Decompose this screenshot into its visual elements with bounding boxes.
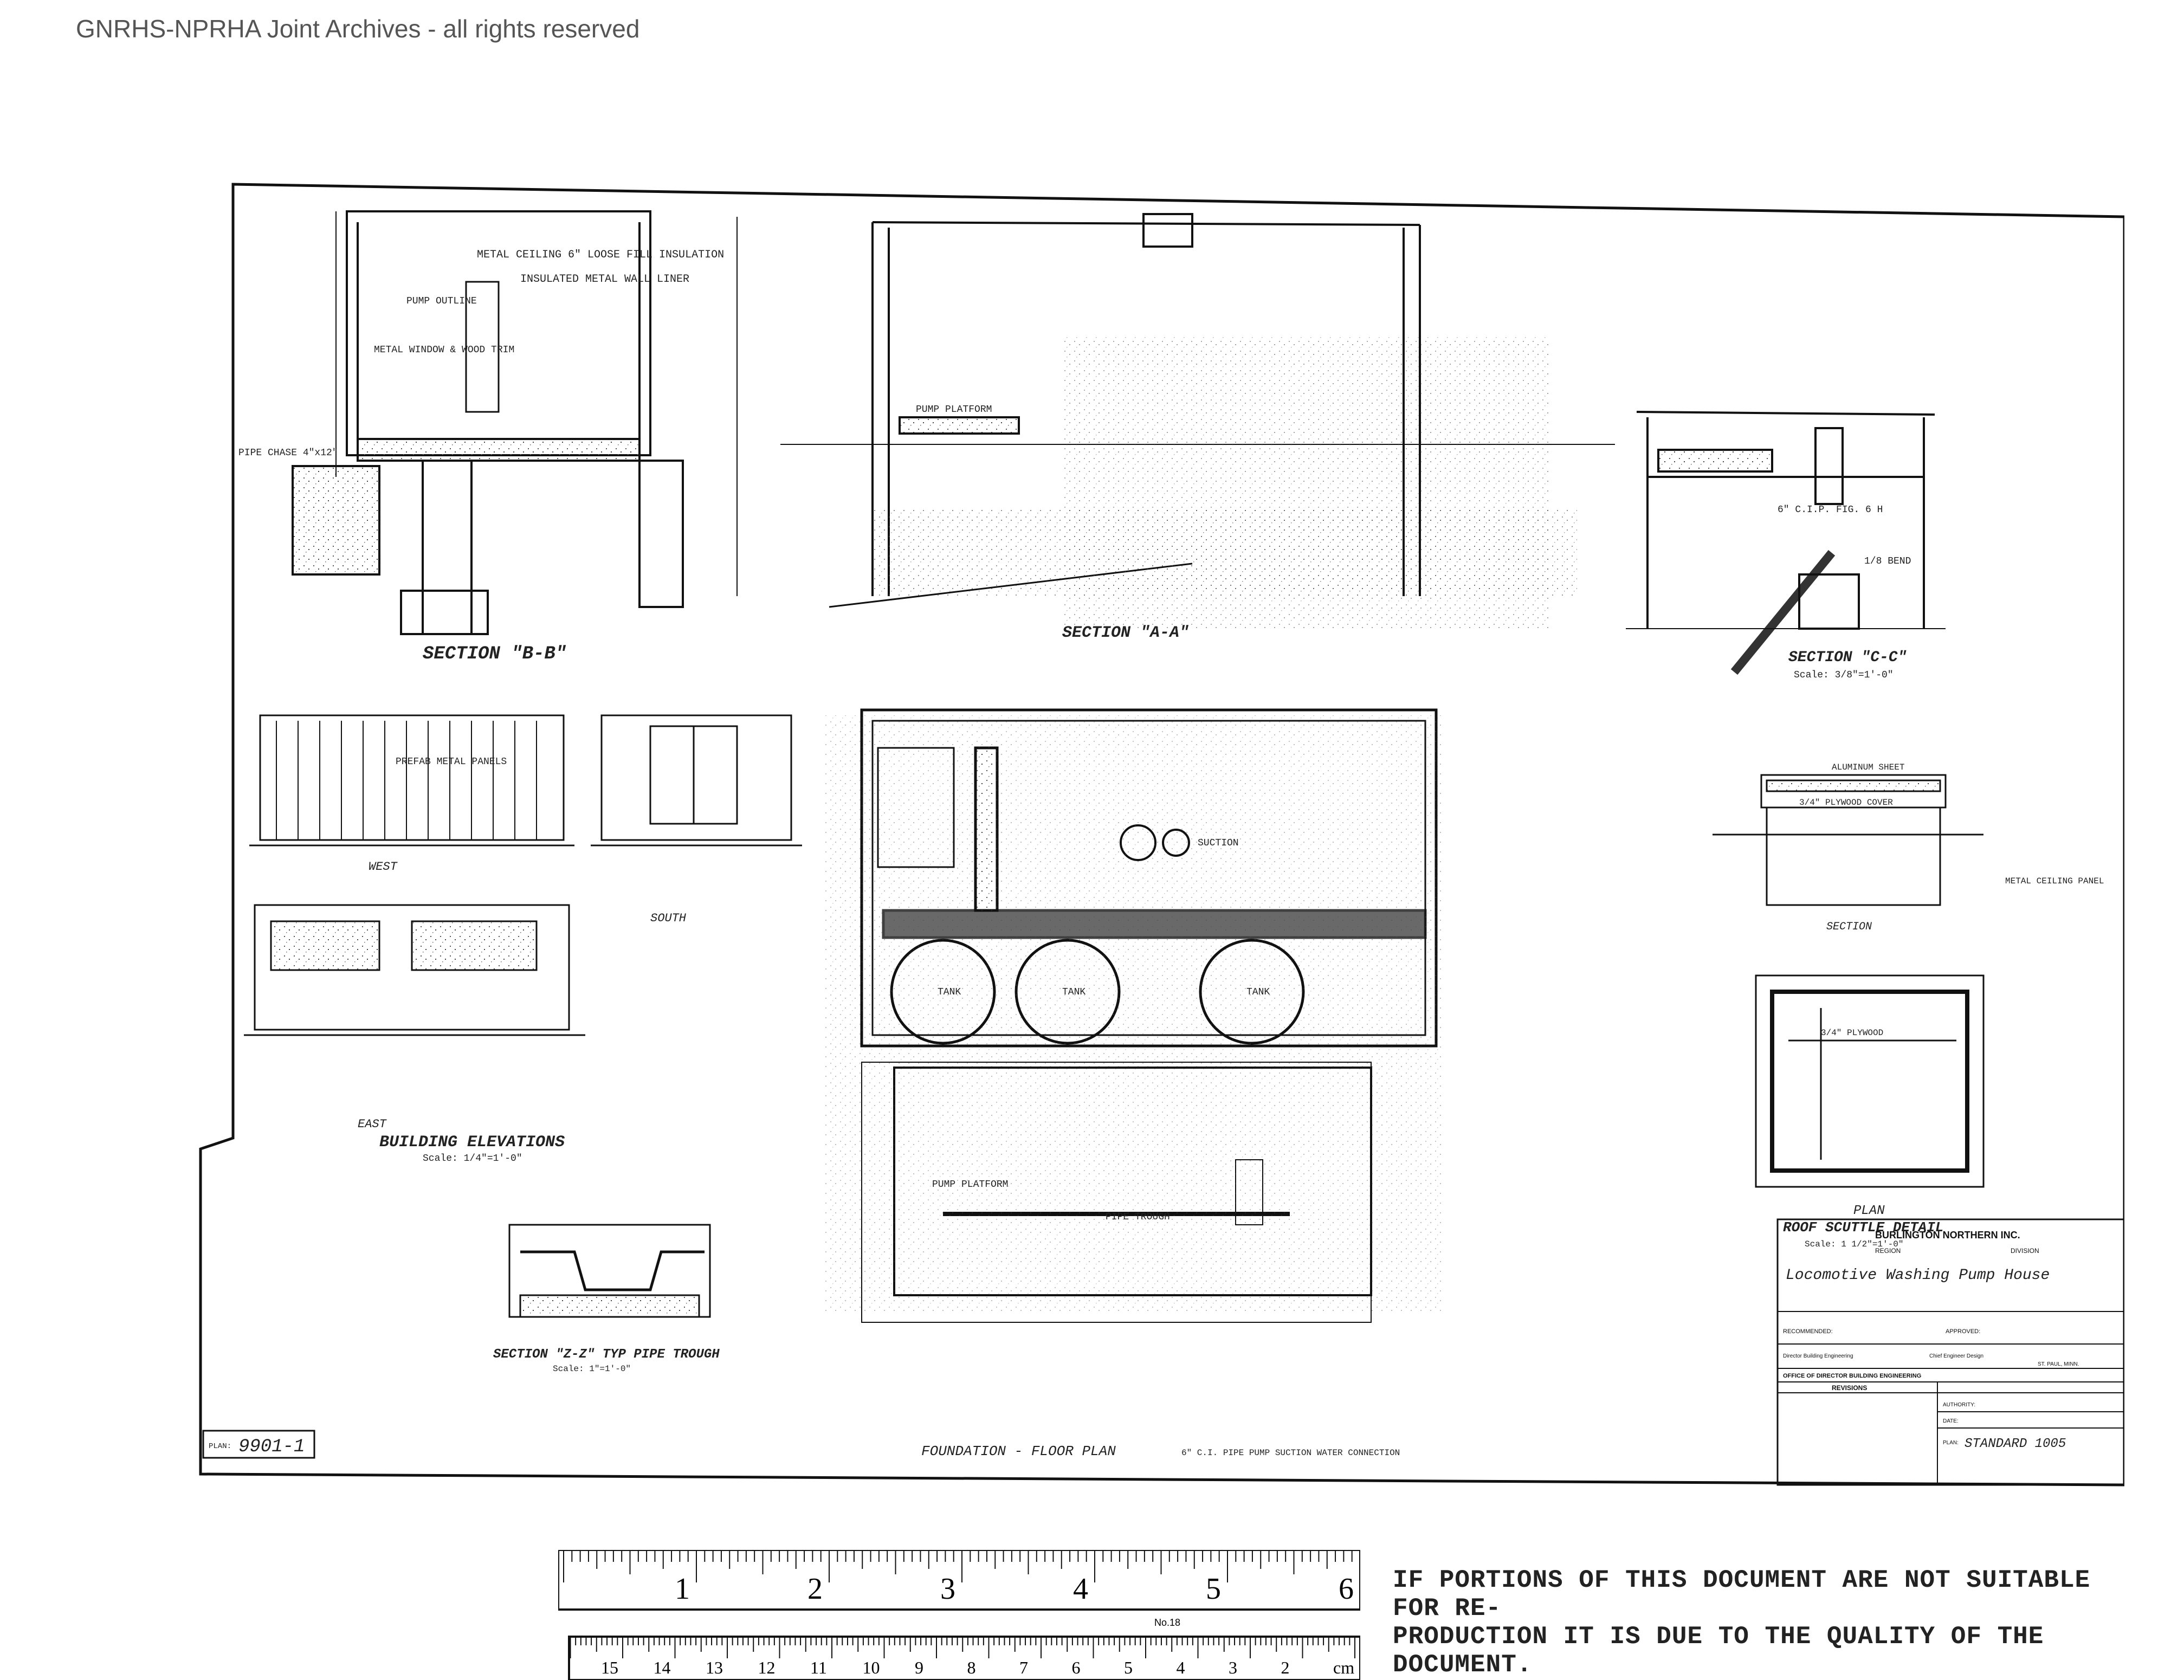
- smudge-area: [1062, 336, 1550, 629]
- note-pipe-chase: PIPE CHASE 4"x12": [238, 448, 338, 458]
- roof-scuttle-scale: Scale: 1 1/2"=1'-0": [1805, 1239, 1903, 1249]
- inch-label-1: 1: [675, 1572, 690, 1606]
- roof-scuttle-plan: [1755, 974, 1985, 1188]
- section-a-label: SECTION "A-A": [1062, 624, 1189, 642]
- inch-label-2: 2: [807, 1572, 823, 1606]
- south-label: SOUTH: [650, 912, 687, 925]
- east-label: EAST: [358, 1117, 387, 1131]
- roof-plan-label: PLAN: [1853, 1204, 1885, 1218]
- west-elevation: [249, 714, 574, 847]
- sheet-border: [199, 183, 2124, 1487]
- note-plywood: 3/4" PLYWOOD: [1821, 1028, 1883, 1038]
- ruler-maker: No.18: [1154, 1617, 1180, 1628]
- cm-label: 5: [1124, 1658, 1133, 1677]
- tb-company: BURLINGTON NORTHERN INC.: [1875, 1230, 2020, 1240]
- tb-division: DIVISION: [2011, 1247, 2039, 1255]
- cm-label: cm: [1333, 1658, 1354, 1677]
- tb-title: Locomotive Washing Pump House: [1786, 1267, 2050, 1284]
- section-zz-drawing: [508, 1224, 711, 1318]
- floor-plan-label: FOUNDATION - FLOOR PLAN: [921, 1443, 1116, 1459]
- tb-chief: Chief Engineer Design: [1929, 1353, 1983, 1359]
- tb-location: ST. PAUL, MINN.: [2038, 1361, 2079, 1367]
- cm-label: 3: [1229, 1658, 1237, 1677]
- note-plywood-cover: 3/4" PLYWOOD COVER: [1799, 798, 1893, 807]
- plan-number: 9901-1: [238, 1437, 305, 1457]
- drawing-sheet: SECTION "B-B" METAL CEILING 6" LOOSE FIL…: [199, 183, 2124, 1487]
- tank-3: TANK: [1246, 987, 1270, 998]
- note-ceiling: METAL CEILING 6" LOOSE FILL INSULATION: [477, 249, 724, 261]
- inch-label-3: 3: [940, 1572, 955, 1606]
- cm-label: 2: [1281, 1658, 1290, 1677]
- building-elevations-scale: Scale: 1/4"=1'-0": [423, 1153, 522, 1164]
- tb-authority: AUTHORITY:: [1943, 1402, 1975, 1408]
- note-ci-pipe: 6" C.I.P. FIG. 6 H: [1778, 505, 1883, 515]
- note-pump-outline: PUMP OUTLINE: [406, 296, 477, 307]
- roof-section-label: SECTION: [1826, 921, 1872, 933]
- roof-scuttle-label: ROOF SCUTTLE DETAIL: [1783, 1219, 1943, 1236]
- tb-plan-value: STANDARD 1005: [1965, 1437, 2066, 1451]
- tb-plan-label: PLAN:: [1943, 1440, 1959, 1446]
- tb-director: Director Building Engineering: [1783, 1353, 1853, 1359]
- section-cc-scale: Scale: 3/8"=1'-0": [1794, 670, 1894, 681]
- east-elevation: [244, 904, 585, 1036]
- note-aluminum: ALUMINUM SHEET: [1832, 763, 1904, 772]
- section-zz-label: SECTION "Z-Z" TYP PIPE TROUGH: [493, 1347, 720, 1362]
- note-bend: 1/8 BEND: [1864, 556, 1911, 567]
- cm-label: 14: [654, 1658, 671, 1677]
- cm-label: 11: [810, 1658, 827, 1677]
- inch-label-4: 4: [1073, 1572, 1088, 1606]
- notice-line-2: PRODUCTION IT IS DUE TO THE QUALITY OF T…: [1393, 1623, 2044, 1679]
- section-bb-label: SECTION "B-B": [423, 644, 566, 664]
- section-cc-label: SECTION "C-C": [1788, 649, 1907, 666]
- cm-label: 15: [601, 1658, 618, 1677]
- cm-label: 9: [915, 1658, 923, 1677]
- cm-label: 6: [1072, 1658, 1081, 1677]
- plan-number-box: [202, 1430, 315, 1459]
- building-elevations-label: BUILDING ELEVATIONS: [379, 1133, 565, 1152]
- note-pipe-trough: PIPE TROUGH: [1106, 1212, 1170, 1223]
- note-pump-suction: 6" C.I. PIPE PUMP SUCTION WATER CONNECTI…: [1181, 1448, 1400, 1458]
- tb-region: REGION: [1875, 1247, 1901, 1255]
- floor-plan-smudge: [824, 715, 1442, 1311]
- note-metal-ceiling-panel: METAL CEILING PANEL: [2005, 876, 2104, 886]
- tb-office: OFFICE OF DIRECTOR BUILDING ENGINEERING: [1783, 1373, 1921, 1379]
- note-pump-platform: PUMP PLATFORM: [916, 404, 992, 415]
- cm-label: 7: [1019, 1658, 1028, 1677]
- note-pump-platform-plan: PUMP PLATFORM: [932, 1179, 1008, 1190]
- tb-revisions: REVISIONS: [1832, 1384, 1867, 1392]
- note-metal-window: METAL WINDOW & WOOD TRIM: [374, 345, 514, 356]
- section-cc-drawing: [1626, 411, 1946, 675]
- inch-label-6: 6: [1339, 1572, 1354, 1606]
- note-suction: SUCTION: [1198, 838, 1239, 849]
- tb-approved: APPROVED:: [1946, 1328, 1980, 1335]
- roof-scuttle-section: [1713, 774, 1983, 906]
- tank-1: TANK: [938, 987, 961, 998]
- cm-label: 13: [706, 1658, 723, 1677]
- section-zz-scale: Scale: 1"=1'-0": [553, 1364, 631, 1374]
- tb-date: DATE:: [1943, 1418, 1959, 1424]
- title-block: [1776, 1218, 2124, 1486]
- inch-label-5: 5: [1206, 1572, 1221, 1606]
- archive-header: GNRHS-NPRHA Joint Archives - all rights …: [76, 15, 640, 43]
- notice-line-1: IF PORTIONS OF THIS DOCUMENT ARE NOT SUI…: [1393, 1566, 2091, 1623]
- cm-label: 4: [1177, 1658, 1185, 1677]
- scale-ruler: 1 2 3 4 5 6 No.18 cm 2 3 4 5 6 7 8 9 10 11 12 13 14 15: [558, 1550, 1360, 1680]
- west-label: WEST: [369, 860, 398, 874]
- note-insulated: INSULATED METAL WALL LINER: [520, 273, 689, 286]
- cm-label: 12: [758, 1658, 776, 1677]
- cm-label: 8: [967, 1658, 976, 1677]
- cm-label: 10: [863, 1658, 880, 1677]
- plan-label: PLAN:: [209, 1442, 231, 1451]
- tank-2: TANK: [1062, 987, 1085, 998]
- note-metal-panels: PREFAB METAL PANELS: [396, 757, 507, 767]
- tb-recommended: RECOMMENDED:: [1783, 1328, 1833, 1335]
- quality-notice: IF PORTIONS OF THIS DOCUMENT ARE NOT SUI…: [1393, 1566, 2151, 1679]
- section-bb-drawing: [292, 210, 738, 635]
- south-elevation: [591, 714, 802, 847]
